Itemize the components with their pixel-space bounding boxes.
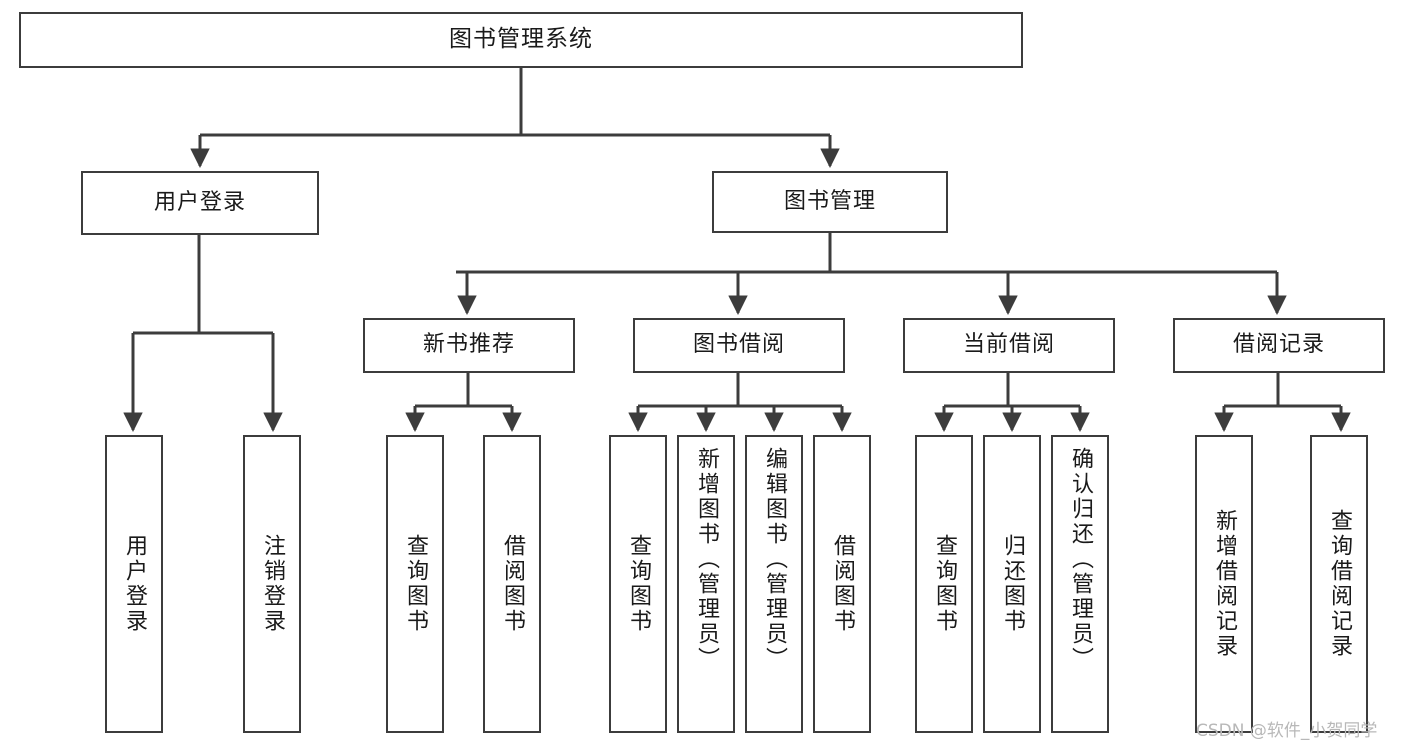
- leaf-add-borrow-record-label: 新增借阅记录: [1212, 509, 1237, 659]
- leaf-query-borrow-record-label: 查询借阅记录: [1327, 509, 1352, 659]
- leaf-add-book-admin-label: 新增图书（管理员）: [694, 447, 719, 672]
- node-book-borrow-label: 图书借阅: [692, 332, 785, 358]
- leaf-user-login[interactable]: 用户登录: [105, 435, 163, 733]
- leaf-logout-label: 注销登录: [260, 534, 285, 634]
- csdn-watermark: CSDN @软件_小贺同学: [1196, 721, 1378, 741]
- node-borrow-records-label: 借阅记录: [1232, 332, 1325, 358]
- node-book-management[interactable]: 图书管理: [712, 171, 948, 233]
- node-user-login[interactable]: 用户登录: [81, 171, 319, 235]
- leaf-query-books-current-label: 查询图书: [932, 534, 957, 634]
- leaf-query-books-borrow[interactable]: 查询图书: [609, 435, 667, 733]
- leaf-edit-book-admin[interactable]: 编辑图书（管理员）: [745, 435, 803, 733]
- leaf-borrow-books-new-label: 借阅图书: [500, 534, 525, 634]
- leaf-query-books-borrow-label: 查询图书: [626, 534, 651, 634]
- leaf-return-books-label: 归还图书: [1000, 534, 1025, 634]
- node-root-label: 图书管理系统: [449, 26, 593, 53]
- leaf-query-borrow-record[interactable]: 查询借阅记录: [1310, 435, 1368, 733]
- leaf-user-login-label: 用户登录: [122, 534, 147, 634]
- node-new-book-recommend[interactable]: 新书推荐: [363, 318, 575, 373]
- leaf-borrow-books-label: 借阅图书: [830, 534, 855, 634]
- leaf-confirm-return-admin-label: 确认归还（管理员）: [1068, 447, 1093, 672]
- leaf-edit-book-admin-label: 编辑图书（管理员）: [762, 447, 787, 672]
- leaf-borrow-books[interactable]: 借阅图书: [813, 435, 871, 733]
- leaf-query-books-new[interactable]: 查询图书: [386, 435, 444, 733]
- node-new-book-recommend-label: 新书推荐: [422, 332, 515, 358]
- leaf-return-books[interactable]: 归还图书: [983, 435, 1041, 733]
- node-user-login-label: 用户登录: [153, 189, 246, 215]
- leaf-logout[interactable]: 注销登录: [243, 435, 301, 733]
- node-root[interactable]: 图书管理系统: [19, 12, 1023, 68]
- node-current-borrow-label: 当前借阅: [962, 332, 1055, 358]
- leaf-confirm-return-admin[interactable]: 确认归还（管理员）: [1051, 435, 1109, 733]
- leaf-borrow-books-new[interactable]: 借阅图书: [483, 435, 541, 733]
- node-book-borrow[interactable]: 图书借阅: [633, 318, 845, 373]
- node-book-management-label: 图书管理: [783, 188, 876, 214]
- node-borrow-records[interactable]: 借阅记录: [1173, 318, 1385, 373]
- leaf-add-book-admin[interactable]: 新增图书（管理员）: [677, 435, 735, 733]
- node-current-borrow[interactable]: 当前借阅: [903, 318, 1115, 373]
- leaf-add-borrow-record[interactable]: 新增借阅记录: [1195, 435, 1253, 733]
- leaf-query-books-current[interactable]: 查询图书: [915, 435, 973, 733]
- leaf-query-books-new-label: 查询图书: [403, 534, 428, 634]
